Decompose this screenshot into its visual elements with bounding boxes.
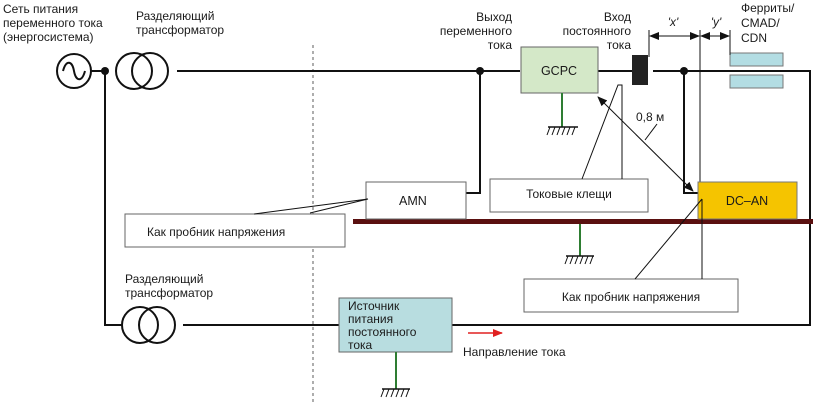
dc-input-to-dcan-wire: [683, 71, 698, 194]
distance-leader: [644, 123, 658, 141]
dc-source-label-2: питания: [348, 312, 393, 326]
current-direction-label: Направление тока: [463, 345, 566, 359]
dim-x-label: 'x': [668, 15, 679, 29]
amn-label: AMN: [399, 194, 427, 208]
transformer-bottom-label-1: Разделяющий: [125, 272, 203, 286]
callout-current-clamp: [489, 178, 649, 213]
dc-source-label-1: Источник: [348, 299, 400, 313]
callout-voltage-probe-left: [124, 213, 346, 248]
dc-input-label-3: тока: [607, 38, 632, 52]
ferrite-upper: [729, 52, 784, 67]
ac-source-icon: [56, 53, 92, 89]
callout-voltage-probe-right-text: Как пробник напряжения: [562, 290, 700, 304]
amn-block: [365, 181, 467, 220]
gcpc-block: [520, 46, 599, 94]
ground-symbol-icon: [564, 255, 594, 265]
junction-dot: [476, 67, 484, 75]
callout-voltage-probe-right: [523, 278, 739, 313]
ac-output-label-1: Выход: [476, 10, 512, 24]
current-clamp-icon: [632, 55, 648, 85]
transformer-bottom-label-2: трансформатор: [125, 286, 213, 300]
callout-leader: [581, 84, 623, 180]
callout-leader: [634, 198, 703, 280]
transformer-top-label-2: трансформатор: [136, 23, 224, 37]
ac-output-label-3: тока: [488, 38, 513, 52]
transformer-top-label-1: Разделяющий: [136, 9, 214, 23]
ferrite-lower: [729, 74, 784, 89]
left-vertical-wire: [104, 71, 122, 326]
ac-output-to-amn-wire: [466, 71, 481, 194]
dc-an-label: DC–AN: [726, 194, 768, 208]
ground-symbol-icon: [380, 388, 410, 398]
dc-input-label-1: Вход: [604, 10, 631, 24]
gcpc-label: GCPC: [541, 64, 577, 78]
grid-source-label-3: (энергосистема): [3, 30, 94, 44]
dim-y-label: 'y': [711, 15, 722, 29]
dc-source-label-4: тока: [348, 338, 373, 352]
ferrites-label-1: Ферриты/: [741, 1, 795, 15]
ground-symbol-icon: [546, 126, 578, 136]
grid-source-label-2: переменного тока: [3, 16, 103, 30]
callout-leader: [253, 198, 369, 215]
transformer-top-icon: [115, 52, 169, 90]
distance-arrow: [597, 96, 694, 192]
dc-input-label-2: постоянного: [563, 24, 632, 38]
dc-source-block: [338, 297, 453, 353]
transformer-bottom-icon: [121, 306, 176, 344]
ferrites-label-3: CDN: [741, 31, 767, 45]
callout-current-clamp-text: Токовые клещи: [526, 187, 612, 201]
distance-label: 0,8 м: [636, 110, 664, 124]
junction-dot: [680, 67, 688, 75]
ferrites-label-2: CMAD/: [741, 16, 780, 30]
dc-source-label-3: постоянного: [348, 325, 417, 339]
grid-source-label-1: Сеть питания: [3, 2, 78, 16]
ground-plane: [353, 219, 813, 224]
ac-output-label-2: переменного: [440, 24, 512, 38]
dc-an-block: [697, 181, 798, 220]
callout-voltage-probe-left-text: Как пробник напряжения: [147, 225, 285, 239]
